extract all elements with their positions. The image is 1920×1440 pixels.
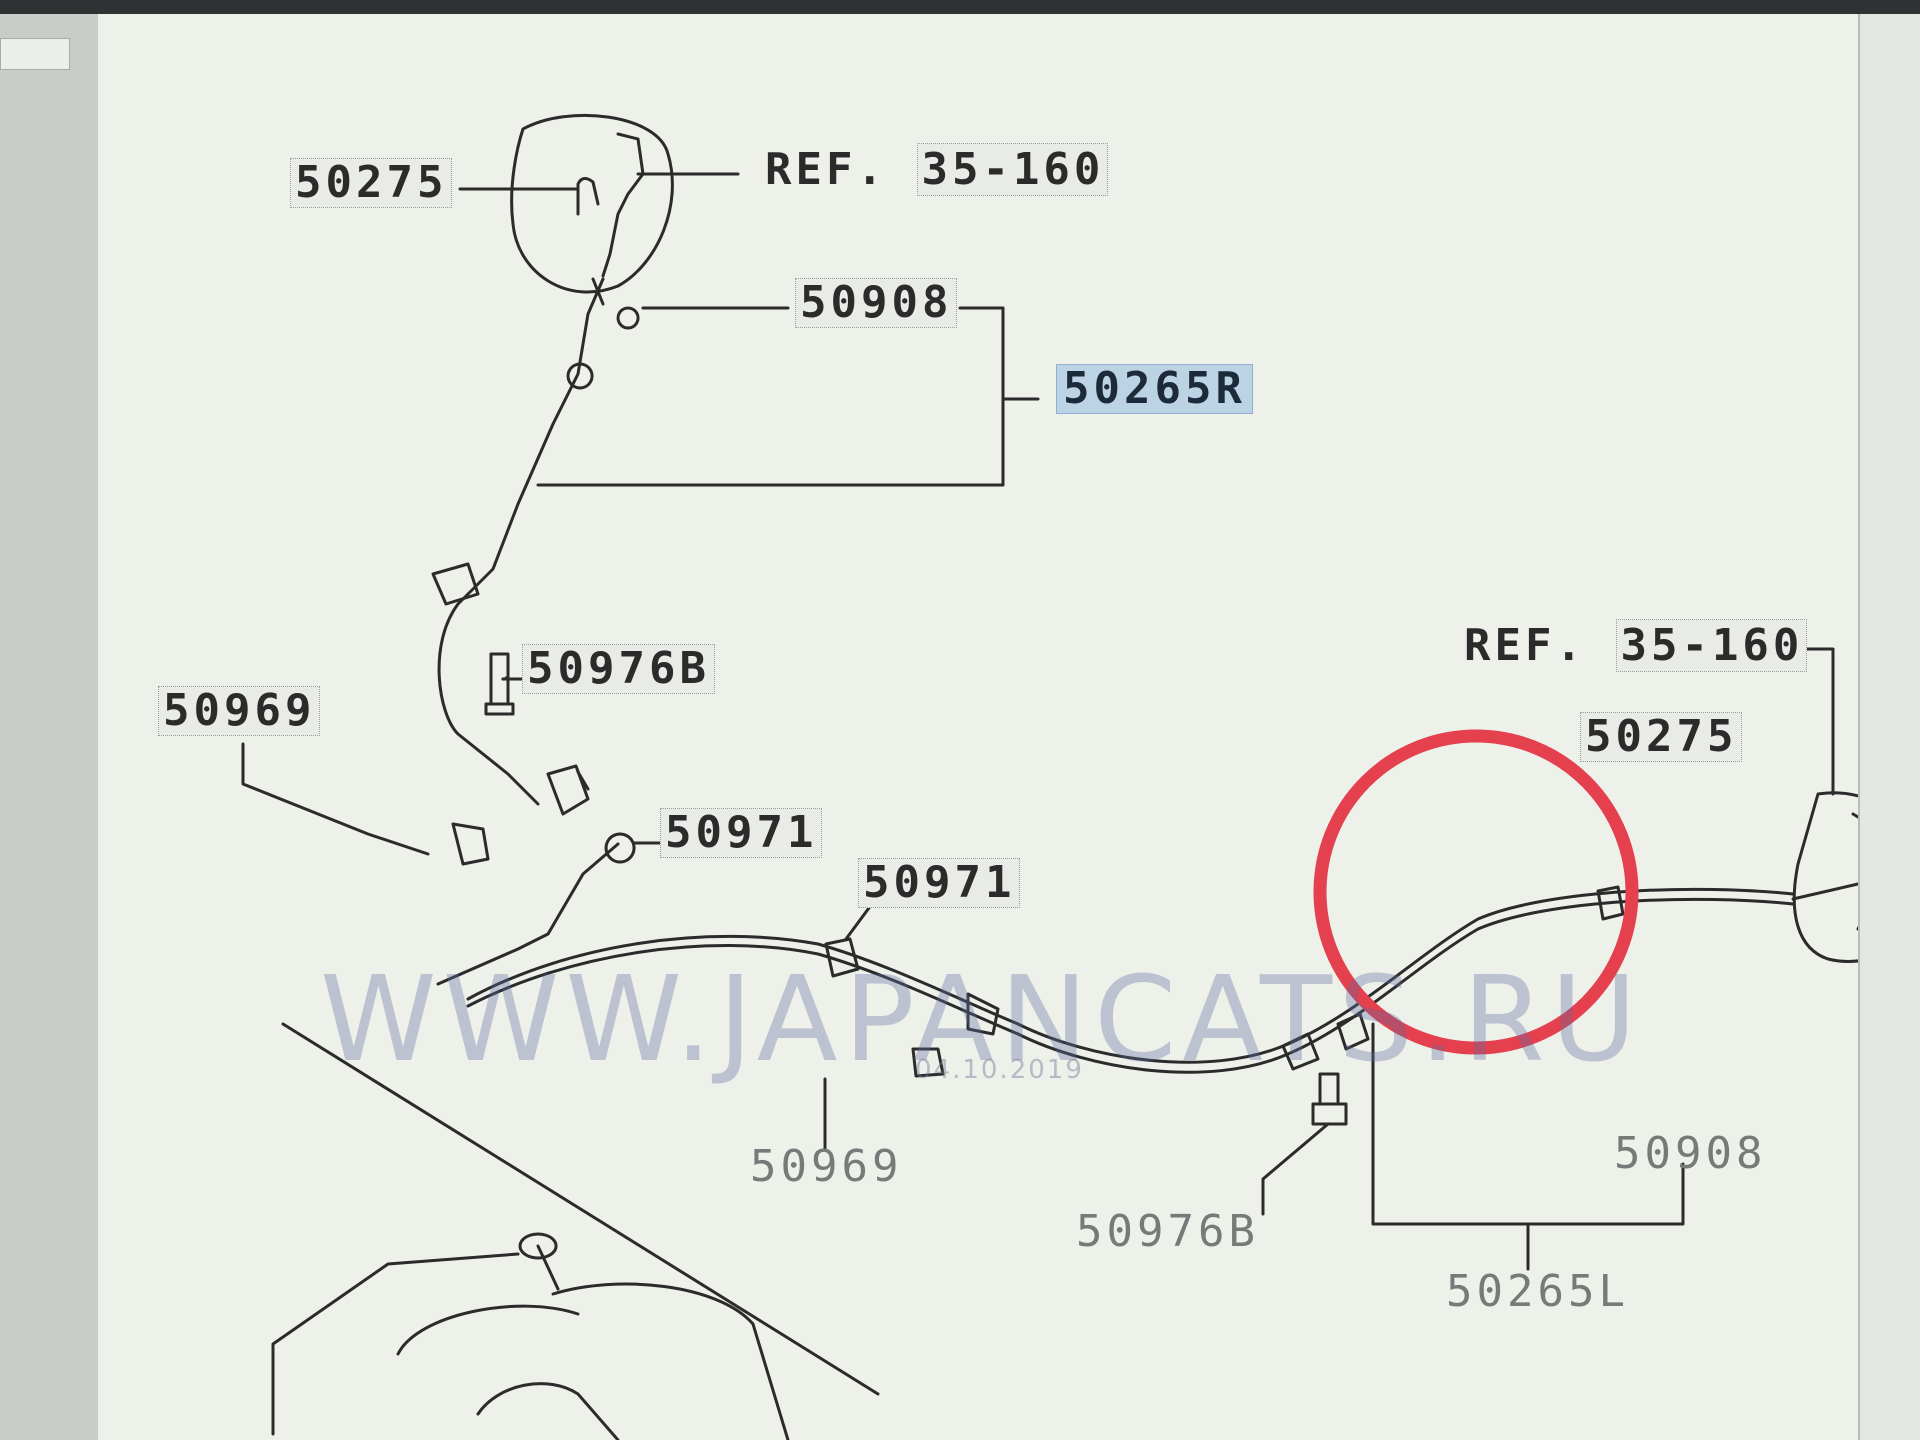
ref-code: 35-160 [1616,619,1808,672]
label-50969-bottom[interactable]: 50969 [750,1141,903,1192]
sidebar-tab[interactable] [0,38,70,70]
diagram-paper [98,14,1858,1440]
label-50275-top[interactable]: 50275 [290,158,453,208]
grommet-50908-upper [616,306,640,330]
leader-50976b-bottom [1261,1122,1330,1216]
ref-prefix: REF. [765,144,887,195]
leader-50969-left [241,742,430,856]
cable-end-coil [1791,882,1858,901]
label-50976b-bottom[interactable]: 50976B [1076,1206,1259,1257]
browser-top-strip [0,0,1920,14]
bracket-upper [431,562,480,606]
ref-prefix: REF. [1464,620,1586,671]
clip-50969-left [451,822,490,866]
lower-assembly-outline [271,1022,880,1440]
left-sidebar [0,14,100,1440]
cable-end-right-upper [566,277,605,390]
label-50969-left[interactable]: 50969 [158,686,321,736]
clip-50275-upper [576,177,600,216]
fitting-right [1596,885,1625,921]
ref-code: 35-160 [917,143,1109,196]
label-50971-b[interactable]: 50971 [858,858,1021,908]
annotation-circle [1313,729,1639,1055]
clip-50969-bottom [911,992,1000,1078]
right-scroll-panel[interactable] [1858,14,1920,1440]
label-50275-right[interactable]: 50275 [1580,712,1743,762]
bracket-line-50265r [536,306,1040,487]
grommet-50971-b [824,937,860,978]
bolt-50976b-left [484,652,515,716]
label-50976b-left[interactable]: 50976B [522,644,715,694]
bracket-lower-left [546,764,590,816]
cable-right-lower-end [436,842,620,986]
label-50971-a[interactable]: 50971 [660,808,823,858]
label-ref-right[interactable]: REF. 35-160 [1464,619,1808,672]
brake-backing-plate-upper [510,113,674,294]
fitting-mid [1281,1012,1370,1071]
label-50265r-highlighted[interactable]: 50265R [1056,364,1253,414]
brake-lever-upper [601,132,645,278]
cable-50265l [466,887,1795,1064]
label-ref-top[interactable]: REF. 35-160 [765,143,1109,196]
cable-50265l-lower [466,897,1795,1074]
bracket-line-50265l [1371,1022,1685,1271]
label-50265l[interactable]: 50265L [1446,1266,1629,1317]
lower-clip [518,1232,560,1291]
cable-50265r [437,277,605,806]
brake-backing-plate-lower [1792,791,1858,963]
watermark: WWW.JAPANCATS.RU [320,950,1643,1088]
label-50908-top[interactable]: 50908 [795,278,958,328]
parking-brake-cable-diagram [98,14,1858,1440]
bolt-50976b-bottom [1311,1072,1348,1126]
grommet-50971-a [604,832,636,864]
date-stamp: 04.10.2019 [915,1055,1084,1085]
label-50908-right[interactable]: 50908 [1614,1128,1767,1179]
